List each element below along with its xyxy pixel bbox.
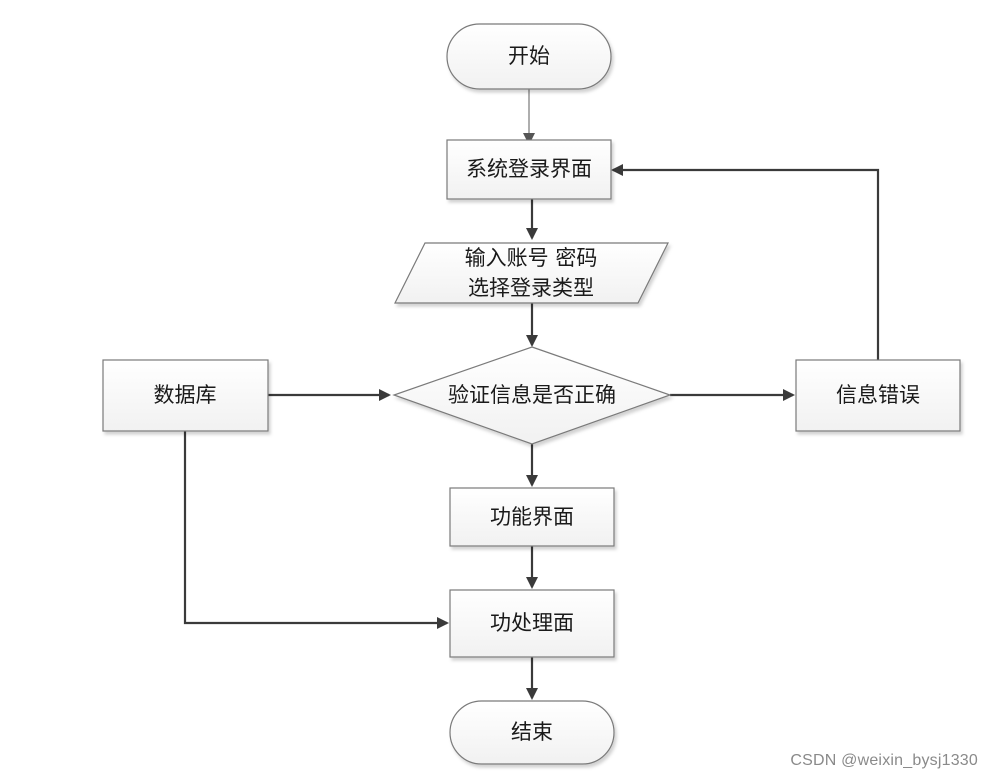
end-node: 结束: [449, 700, 615, 765]
end-label: 结束: [511, 720, 553, 744]
error-node: 信息错误: [795, 359, 961, 432]
error-label: 信息错误: [836, 383, 920, 407]
input-label-line1: 输入账号 密码: [465, 246, 598, 270]
start-node: 开始: [446, 23, 612, 90]
function-node: 功能界面: [449, 487, 615, 547]
input-node: 输入账号 密码 选择登录类型: [394, 242, 669, 304]
watermark: CSDN @weixin_bysj1330: [790, 752, 978, 769]
login-node: 系统登录界面: [446, 139, 612, 200]
verify-node: 验证信息是否正确: [392, 346, 672, 445]
function-label: 功能界面: [490, 505, 574, 529]
login-label: 系统登录界面: [466, 157, 592, 181]
edge-database-to-process: [183, 431, 449, 629]
start-label: 开始: [508, 44, 550, 68]
input-label-line2: 选择登录类型: [468, 276, 594, 300]
process-label: 功处理面: [490, 611, 574, 635]
database-node: 数据库: [102, 359, 269, 432]
edge-error-to-login: [611, 164, 880, 360]
process-node: 功处理面: [449, 589, 615, 658]
connectors: [183, 89, 880, 700]
verify-label: 验证信息是否正确: [448, 383, 616, 407]
database-label: 数据库: [154, 383, 217, 407]
